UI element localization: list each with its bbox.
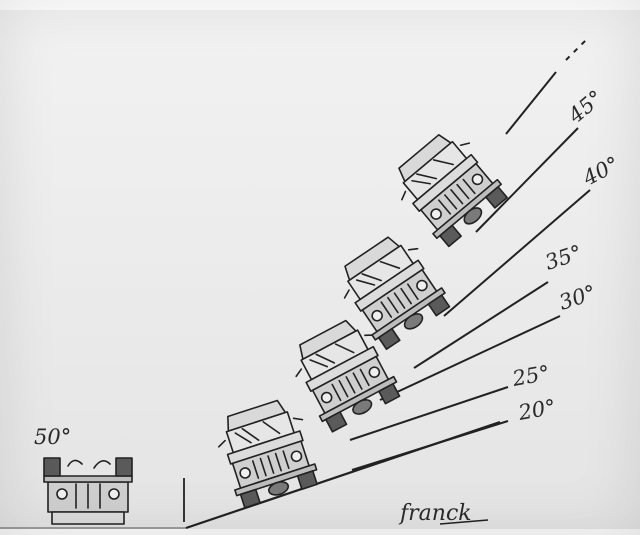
jeep-40-icon <box>384 122 513 252</box>
angle-label-40: 40° <box>578 152 623 191</box>
signature-underline <box>439 519 489 525</box>
angle-label-45: 45° <box>563 86 608 129</box>
incline-line-35 <box>413 281 549 369</box>
angle-label-20: 20° <box>516 395 558 425</box>
angle-label-50: 50° <box>34 425 71 449</box>
incline-line-top <box>505 71 557 135</box>
incline-line-20 <box>351 420 509 471</box>
angle-label-25: 25° <box>510 361 552 391</box>
incline-line-dashed <box>565 37 589 61</box>
top-border <box>0 0 640 10</box>
incline-line-25 <box>349 386 509 441</box>
jeep-20-icon <box>209 394 324 511</box>
incline-line-45 <box>475 127 579 233</box>
bottom-border <box>0 529 640 535</box>
angle-label-30: 30° <box>556 280 599 314</box>
incline-line-40 <box>443 189 591 317</box>
angle-label-35: 35° <box>542 240 585 274</box>
jeep-overturned-icon <box>43 457 133 525</box>
incline-line-30 <box>379 315 561 401</box>
